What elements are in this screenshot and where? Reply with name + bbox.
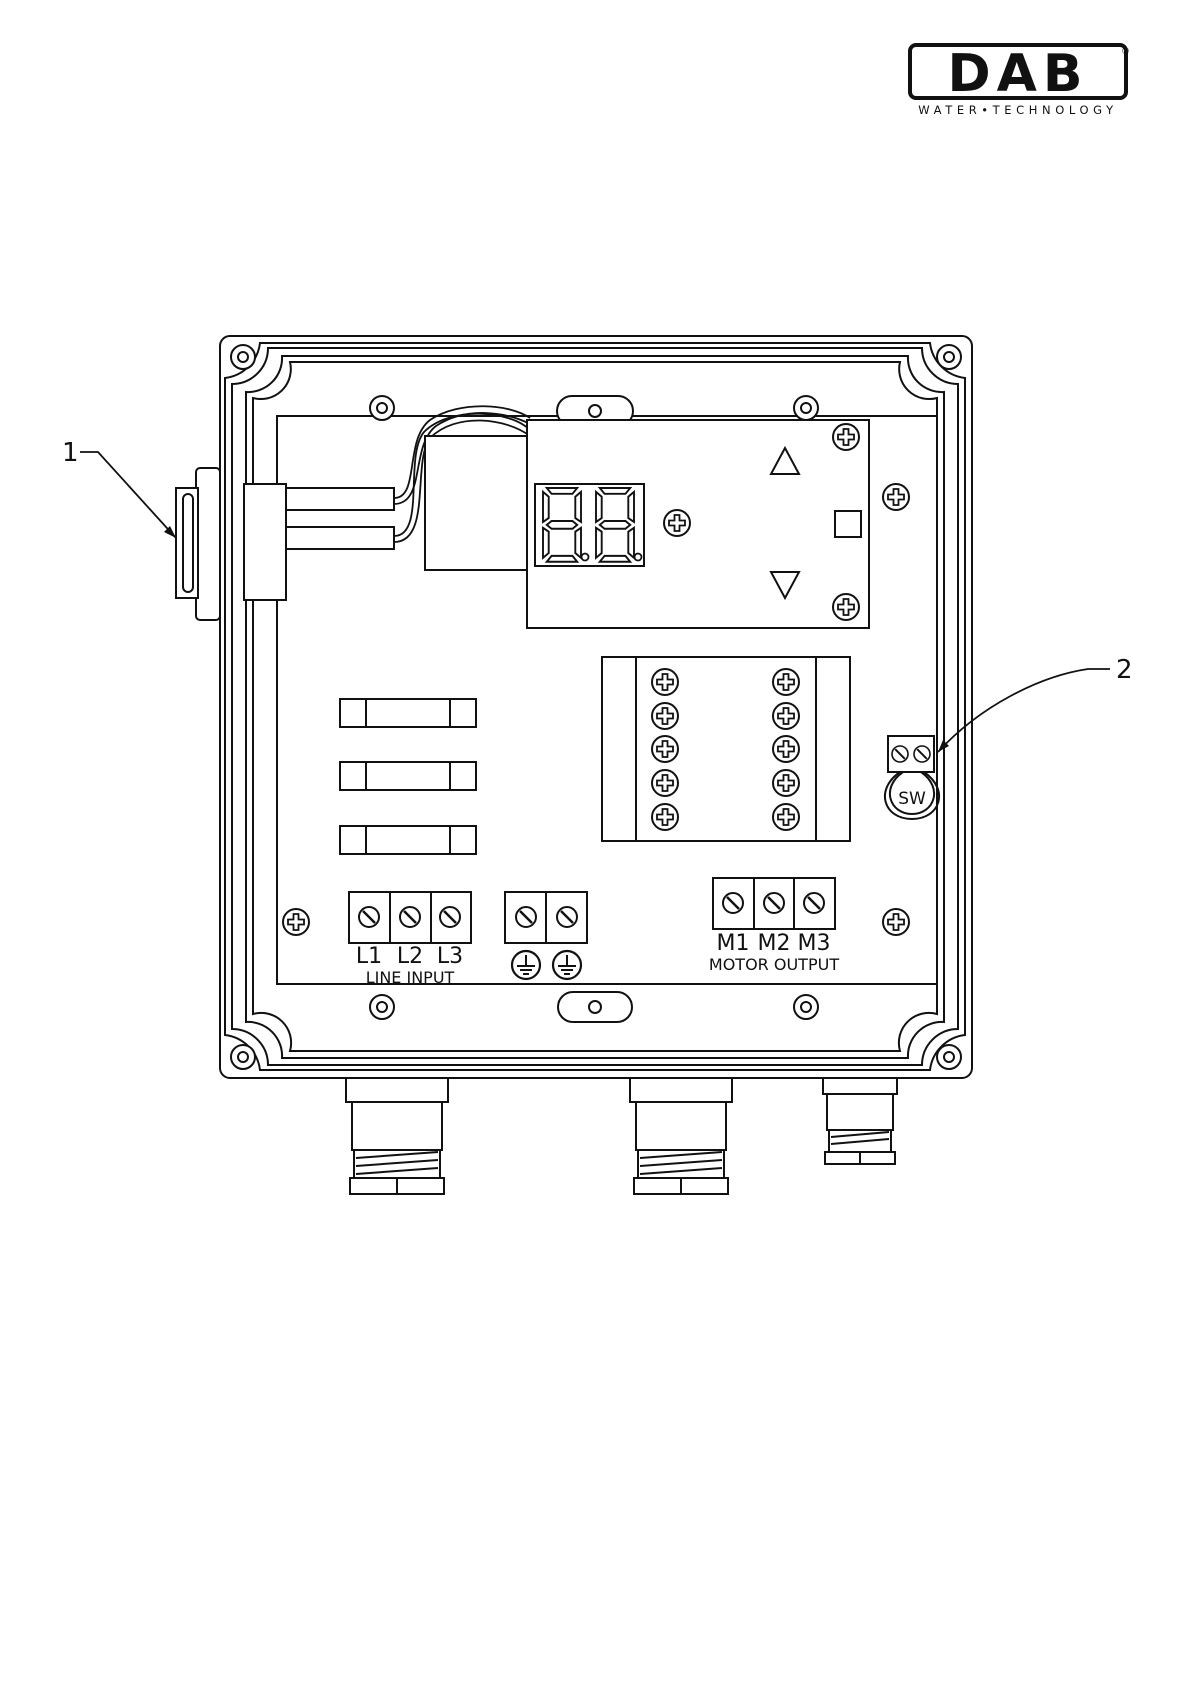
brand-logo: DAB ® WATER•TECHNOLOGY — [910, 44, 1130, 117]
transformer-block — [425, 436, 527, 570]
logo-text: DAB — [947, 44, 1088, 104]
terminal-label-l3: L3 — [437, 944, 463, 969]
callout-number: 1 — [62, 438, 79, 468]
terminal-label-l2: L2 — [397, 944, 423, 969]
cable-gland — [346, 1078, 448, 1194]
fuse — [340, 762, 476, 790]
line-input-terminal-block[interactable] — [349, 892, 471, 943]
stop-square-icon[interactable] — [835, 511, 861, 537]
plate-slot-bottom — [558, 992, 632, 1022]
fuse — [340, 826, 476, 854]
terminal-label-m1: M1 — [717, 931, 750, 956]
terminal-label-l1: L1 — [356, 944, 382, 969]
registered-mark: ® — [1121, 47, 1130, 57]
callout-number: 2 — [1116, 655, 1133, 685]
line-input-caption: LINE INPUT — [366, 968, 455, 987]
sw-label: SW — [898, 789, 926, 809]
fuse — [340, 699, 476, 727]
terminal-label-m3: M3 — [798, 931, 831, 956]
callout-2: 2 — [938, 655, 1133, 752]
ground-terminal-block[interactable] — [505, 892, 587, 943]
brand-tagline: WATER•TECHNOLOGY — [918, 103, 1117, 117]
fuse-group — [340, 699, 476, 854]
cable-gland — [630, 1078, 732, 1194]
motor-output-caption: MOTOR OUTPUT — [709, 955, 839, 974]
cable-gland-small — [823, 1078, 897, 1164]
relay-block — [602, 657, 850, 841]
motor-output-terminal-block[interactable] — [713, 878, 835, 929]
callout-1: 1 — [62, 438, 176, 538]
terminal-label-m2: M2 — [758, 931, 791, 956]
